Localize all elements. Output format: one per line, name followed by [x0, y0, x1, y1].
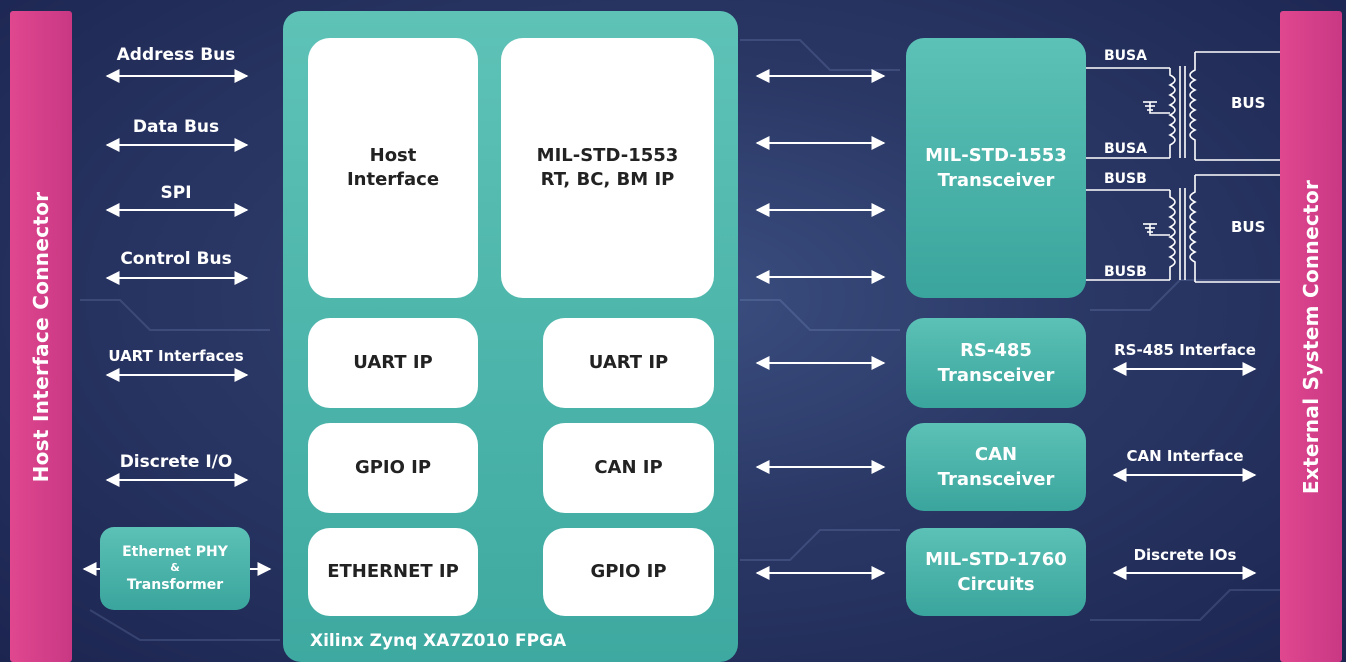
ethernet-phy-line2: & — [170, 561, 180, 575]
uart-ip-block-1: UART IP — [308, 318, 478, 408]
rs485-line1: RS-485 — [960, 339, 1032, 361]
host-interface-connector: Host Interface Connector — [10, 11, 72, 662]
bus-label-1: BUS — [1231, 94, 1266, 112]
mil-transceiver-line2: Transceiver — [937, 170, 1055, 191]
busb-bottom-label: BUSB — [1104, 264, 1147, 280]
can-ip-block: CAN IP — [543, 423, 714, 513]
ethernet-phy-line1: Ethernet PHY — [122, 544, 228, 561]
uart-ip-block-2: UART IP — [543, 318, 714, 408]
discrete-ios-label: Discrete IOs — [1133, 546, 1237, 564]
mil1760-line2: Circuits — [957, 574, 1035, 595]
control-bus-label: Control Bus — [120, 249, 232, 269]
mil-transceiver-line1: MIL-STD-1553 — [925, 144, 1067, 166]
data-bus-label: Data Bus — [132, 117, 220, 137]
can-transceiver-line2: Transceiver — [937, 469, 1055, 490]
mil-std-1553-ip-block: MIL-STD-1553 RT, BC, BM IP — [501, 38, 714, 298]
can-interface-label: CAN Interface — [1126, 447, 1244, 465]
rs485-interface-label: RS-485 Interface — [1114, 341, 1256, 359]
spi-label: SPI — [160, 183, 192, 203]
ethernet-ip-block: ETHERNET IP — [308, 528, 478, 616]
uart-interfaces-label: UART Interfaces — [108, 347, 244, 365]
bus-label-2: BUS — [1231, 218, 1266, 236]
host-interface-line1: Host — [369, 144, 417, 166]
address-bus-label: Address Bus — [116, 45, 236, 65]
rs485-line2: Transceiver — [937, 365, 1055, 386]
transformer-busa — [1086, 51, 1280, 161]
mil-std-1760-circuits: MIL-STD-1760 Circuits — [906, 528, 1086, 616]
fpga-label: Xilinx Zynq XA7Z010 FPGA — [310, 631, 567, 651]
busb-top-label: BUSB — [1104, 171, 1147, 187]
gpio-ip-block-1: GPIO IP — [308, 423, 478, 513]
busa-top-label: BUSA — [1104, 48, 1147, 64]
discrete-io-label: Discrete I/O — [119, 452, 233, 472]
external-system-connector: External System Connector — [1280, 11, 1342, 662]
mil-ip-line2: RT, BC, BM IP — [540, 169, 675, 190]
ethernet-phy-line3: Transformer — [126, 576, 224, 593]
can-transceiver-line1: CAN — [974, 443, 1018, 465]
mil1760-line1: MIL-STD-1760 — [925, 548, 1067, 570]
can-transceiver: CAN Transceiver — [906, 423, 1086, 511]
gpio-ip-block-2: GPIO IP — [543, 528, 714, 616]
transformer-busb — [1086, 174, 1280, 283]
host-interface-block: Host Interface — [308, 38, 478, 298]
rs485-transceiver: RS-485 Transceiver — [906, 318, 1086, 408]
busa-bottom-label: BUSA — [1104, 141, 1147, 157]
ethernet-phy-box: Ethernet PHY & Transformer — [100, 527, 250, 610]
mil-std-1553-transceiver: MIL-STD-1553 Transceiver — [906, 38, 1086, 298]
host-interface-line2: Interface — [346, 169, 440, 190]
mil-ip-line1: MIL-STD-1553 — [536, 144, 679, 166]
